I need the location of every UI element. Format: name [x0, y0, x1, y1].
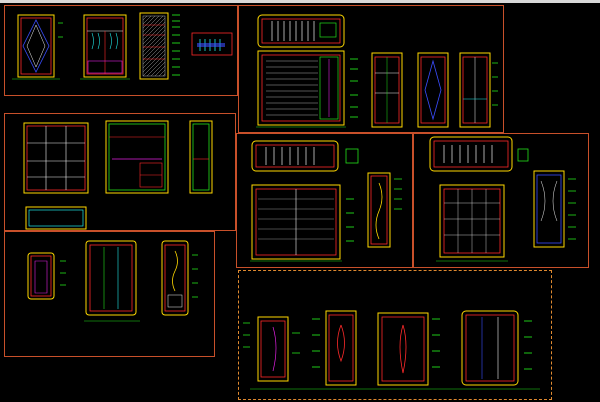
sheet-frame-5[interactable] — [413, 133, 589, 268]
sheet-frame-1[interactable] — [4, 5, 238, 96]
sheet-frame-7[interactable] — [238, 270, 552, 400]
sheet-3-drawings — [23, 120, 213, 230]
cad-drawings — [12, 12, 576, 390]
sheet-2-drawings — [256, 14, 498, 128]
sheet-1-drawings — [12, 12, 233, 80]
sheet-5-drawings — [429, 136, 576, 262]
sheet-frame-2[interactable] — [238, 5, 504, 133]
sheet-6-drawings — [27, 240, 198, 322]
sheet-frame-3[interactable] — [4, 113, 236, 231]
window-top-edge — [0, 0, 600, 3]
sheet-7-drawings — [243, 310, 540, 390]
sheet-frame-6[interactable] — [4, 231, 215, 357]
sheet-4-drawings — [250, 140, 402, 262]
drawing-canvas[interactable] — [0, 3, 600, 402]
sheet-frame-4[interactable] — [236, 133, 413, 268]
